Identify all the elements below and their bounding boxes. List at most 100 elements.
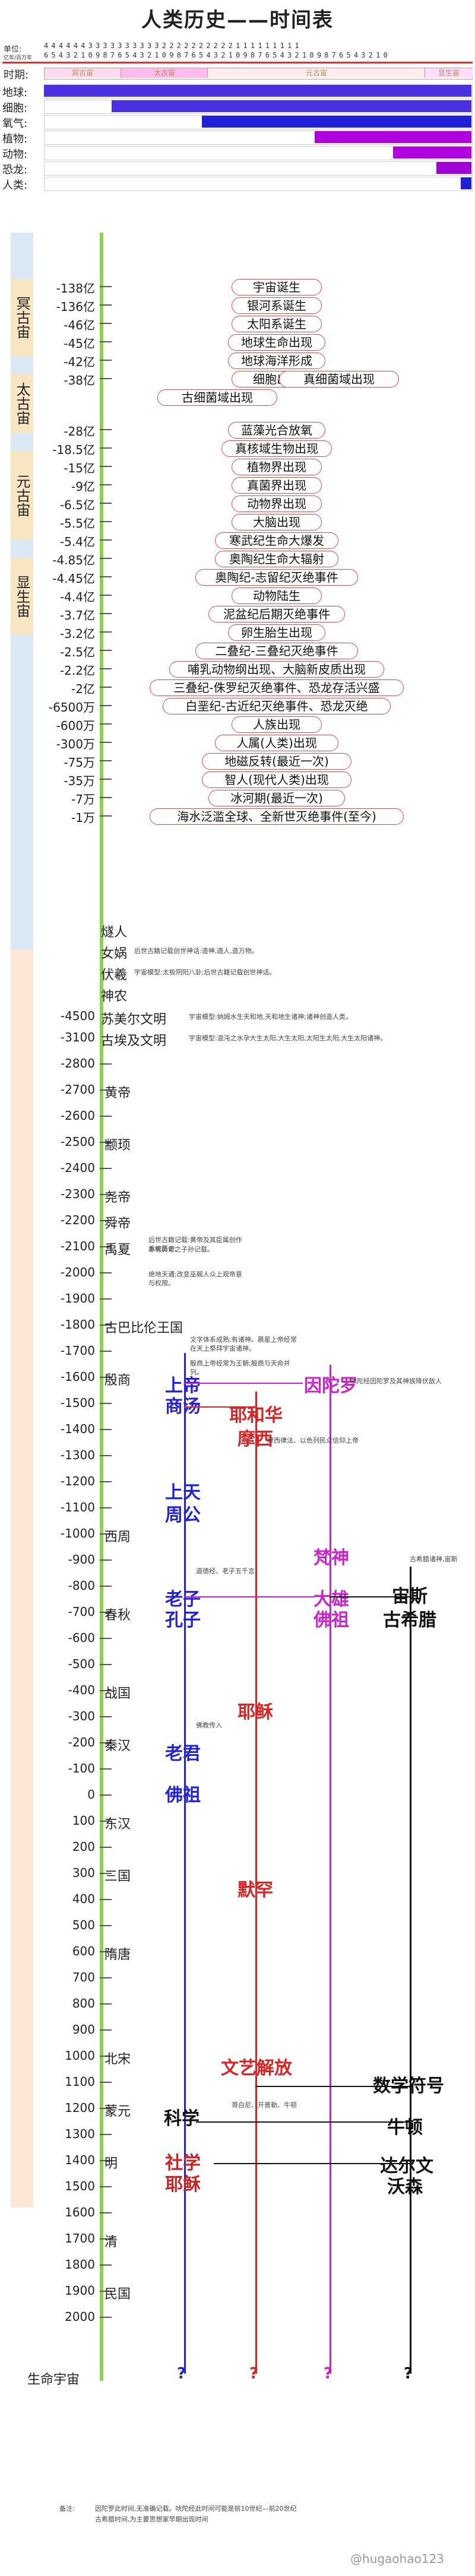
year-label: -500	[68, 1657, 95, 1671]
year-tick	[100, 1298, 112, 1300]
year-label: -1400	[60, 1422, 95, 1436]
year-label: 200	[72, 1840, 95, 1854]
year-label: -1300	[60, 1448, 95, 1462]
civ-note: 宇宙模型:混沌之水孕大生太阳,大生太阳,太阳生太阳,大生太阳诸神。	[189, 1034, 387, 1042]
figure-shangtang: 商汤	[165, 1396, 201, 1417]
dynasty: 清	[104, 2235, 118, 2250]
time-tick	[100, 304, 112, 306]
figure-yesu: 耶稣	[238, 1702, 273, 1723]
year-label: 1400	[65, 2153, 95, 2167]
year-label: 0	[87, 1787, 95, 1802]
year-tick	[100, 1455, 112, 1456]
life-row-label: 人类:	[2, 179, 28, 192]
figure-daxiong: 大雄	[314, 1589, 349, 1610]
time-tick	[100, 378, 112, 379]
figure-wenyi: 文艺解放	[221, 2058, 292, 2079]
event-26: 地磁反转(最近一次)	[202, 753, 352, 770]
figure-laojun: 老君	[165, 1743, 201, 1764]
time-tick	[100, 760, 112, 761]
year-label: 100	[72, 1813, 95, 1828]
time-label: -6.5亿	[59, 498, 95, 512]
note-greece: 古希腊诸神,宙斯	[410, 1555, 458, 1563]
time-label: -2.5亿	[59, 645, 95, 659]
dynasty: 禹夏	[104, 1243, 131, 1257]
figure-watson: 沃森	[387, 2177, 423, 2197]
year-tick	[100, 1116, 112, 1117]
year-tick	[100, 2238, 112, 2240]
year-label: -700	[68, 1605, 95, 1619]
life-row-track	[44, 115, 473, 129]
time-label: -1万	[71, 811, 95, 825]
time-label: -4.45亿	[52, 571, 95, 586]
myth-name: 女娲	[101, 946, 128, 961]
event-0: 宇宙诞生	[232, 279, 322, 296]
year-tick	[100, 1142, 112, 1143]
civ-year: -4500	[60, 1009, 95, 1023]
time-tick	[100, 650, 112, 651]
event-28: 冰河期(最近一次)	[208, 790, 345, 806]
year-label: -800	[68, 1578, 95, 1593]
event-6: 古细菌域出现	[157, 389, 277, 406]
year-label: -2000	[60, 1265, 95, 1279]
time-label: -7万	[71, 792, 95, 806]
event-1: 银河系诞生	[232, 297, 322, 314]
year-label: 1600	[65, 2205, 95, 2219]
year-label: 1700	[65, 2231, 95, 2245]
time-label: -136亿	[56, 300, 95, 314]
event-19: 卵生胎生出现	[228, 624, 325, 641]
figure-fozu-blue: 佛祖	[165, 1785, 201, 1806]
link-shexue-darwin	[214, 2163, 410, 2164]
era-phanerozoic: 显生宙	[11, 558, 33, 635]
year-label: -600	[68, 1631, 95, 1645]
time-label: -3.7亿	[59, 608, 95, 622]
year-tick	[100, 2186, 112, 2187]
civ-name: 苏美尔文明	[101, 1012, 167, 1027]
note-bottom-c: 古希腊时间,为主要思想家早期出现时间	[95, 2515, 208, 2523]
figure-mohan: 默罕	[238, 1880, 273, 1901]
time-label: -2亿	[71, 682, 95, 696]
time-tick	[100, 576, 112, 577]
time-tick	[100, 447, 112, 449]
time-label: -2.2亿	[59, 663, 95, 678]
dynasty: 西周	[104, 1530, 131, 1545]
event-27: 智人(现代人类)出现	[202, 771, 352, 788]
life-row-label: 氧气:	[2, 117, 28, 130]
year-label: -2100	[60, 1239, 95, 1253]
year-tick	[100, 1821, 112, 1822]
year-tick	[100, 1847, 112, 1848]
event-12: 动物界出现	[232, 495, 322, 512]
figure-shangdi: 上帝	[165, 1376, 201, 1396]
year-label: -100	[68, 1761, 95, 1775]
year-label: -1800	[60, 1317, 95, 1332]
note-shang: 殷商上帝经常为王朝;殷商与天命并列。	[190, 1360, 290, 1376]
time-label: -600万	[56, 719, 95, 733]
era-archean: 太古宙	[11, 374, 33, 433]
year-tick	[100, 1794, 112, 1796]
event-8: 蓝藻光合放氧	[228, 422, 325, 439]
year-label: 1800	[65, 2257, 95, 2272]
link-science-newton	[196, 2121, 410, 2123]
year-tick	[100, 1377, 112, 1378]
dynasty: 北宋	[104, 2052, 131, 2067]
year-label: -1900	[60, 1291, 95, 1306]
year-tick	[100, 1090, 112, 1091]
life-row-track	[44, 177, 473, 191]
note-science: 哥白尼、开普勒、牛顿	[232, 2101, 297, 2109]
year-label: 900	[72, 2022, 95, 2037]
year-tick	[100, 1063, 112, 1065]
event-4: 地球海洋形成	[228, 352, 325, 369]
era-hadean: 冥古宙	[11, 279, 33, 356]
page-title: 人类历史——时间表	[141, 8, 334, 32]
life-row-label: 细胞:	[2, 102, 28, 115]
year-label: -2300	[60, 1187, 95, 1201]
year-tick	[100, 2134, 112, 2135]
year-tick	[100, 1638, 112, 1639]
time-label: -4.4亿	[59, 590, 95, 604]
event-25: 人属(人类)出现	[215, 735, 338, 751]
year-tick	[100, 2264, 112, 2266]
event-29: 海水泛滥全球、全新世灭绝事件(至今)	[150, 808, 404, 825]
year-label: -2400	[60, 1161, 95, 1175]
year-label: 300	[72, 1866, 95, 1880]
period-band-hadean: 冥古宙	[45, 68, 121, 78]
year-tick	[100, 1220, 112, 1221]
